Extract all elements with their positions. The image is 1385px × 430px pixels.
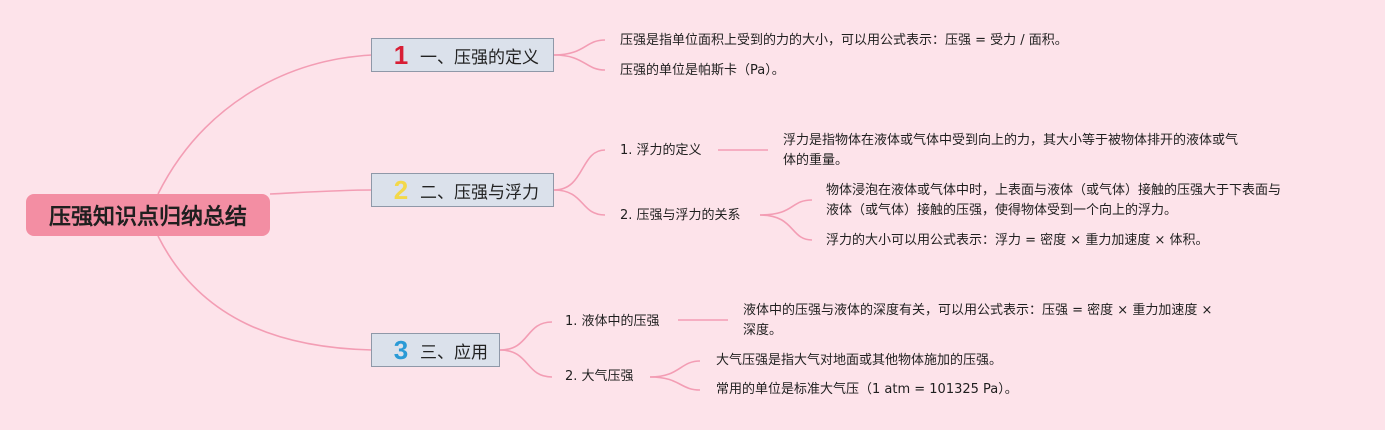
connector-topic2-sub2 [553,189,606,216]
connector-root-topic3 [157,235,373,351]
topic-pressure-definition[interactable]: 1 一、压强的定义 [371,38,554,72]
connector-sub2-detail2 [759,214,813,241]
detail-relation-line1[interactable]: 物体浸泡在液体或气体中时，上表面与液体（或气体）接触的压强大于下表面与 [826,183,1282,198]
connector-topic2-sub1 [553,149,606,191]
detail-buoyancy-formula[interactable]: 浮力的大小可以用公式表示：浮力 = 密度 × 重力加速度 × 体积。 [826,233,1209,248]
detail-atmospheric-unit[interactable]: 常用的单位是标准大气压（1 atm = 101325 Pa）。 [716,382,1018,397]
connector-sub2-detail1 [759,199,813,216]
detail-liquid-pressure-line2: 深度。 [743,323,783,338]
number-one-icon: 1 [393,39,409,70]
topic-title: 二、压强与浮力 [420,182,539,203]
topic-title: 三、应用 [420,342,488,363]
topic-applications[interactable]: 3 三、应用 [371,333,500,367]
connector-topic3-sub2 [499,349,553,378]
topic-title: 一、压强的定义 [420,47,539,68]
connector-root-topic1 [157,54,373,195]
topic-pressure-buoyancy[interactable]: 2 二、压强与浮力 [371,173,554,207]
leaf-pressure-formula[interactable]: 压强是指单位面积上受到的力的大小，可以用公式表示：压强 = 受力 / 面积。 [620,33,1068,48]
subtopic-atmospheric-pressure[interactable]: 2. 大气压强 [565,369,634,384]
connector-topic3-sub1 [499,321,553,351]
connector-topic1-leaf2 [553,54,606,71]
root-topic[interactable]: 压强知识点归纳总结 [26,194,270,236]
connector-root-topic2 [269,189,373,195]
connector-topic1-leaf1 [553,39,606,56]
detail-atmospheric-definition[interactable]: 大气压强是指大气对地面或其他物体施加的压强。 [716,353,1003,368]
detail-liquid-pressure-line1[interactable]: 液体中的压强与液体的深度有关，可以用公式表示：压强 = 密度 × 重力加速度 × [743,303,1213,318]
detail-buoyancy-definition-line1[interactable]: 浮力是指物体在液体或气体中受到向上的力，其大小等于被物体排开的液体或气 [783,133,1239,148]
subtopic-pressure-buoyancy-relation[interactable]: 2. 压强与浮力的关系 [620,208,741,223]
root-title: 压强知识点归纳总结 [48,205,247,230]
connector-t3sub2-detail1 [649,360,701,378]
connector-t3sub2-detail2 [649,376,701,391]
number-three-icon: 3 [393,334,409,365]
detail-relation-line2: 液体（或气体）接触的压强，使得物体受到一个向上的浮力。 [826,203,1178,218]
leaf-pressure-unit[interactable]: 压强的单位是帕斯卡（Pa）。 [620,63,785,78]
number-two-icon: 2 [393,174,409,205]
subtopic-buoyancy-definition[interactable]: 1. 浮力的定义 [620,143,702,158]
detail-buoyancy-definition-line2: 体的重量。 [783,153,849,168]
subtopic-liquid-pressure[interactable]: 1. 液体中的压强 [565,314,660,329]
